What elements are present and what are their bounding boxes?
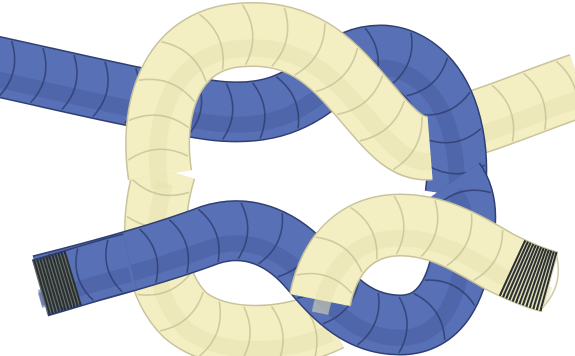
- blue-rope-working-end: [34, 240, 131, 315]
